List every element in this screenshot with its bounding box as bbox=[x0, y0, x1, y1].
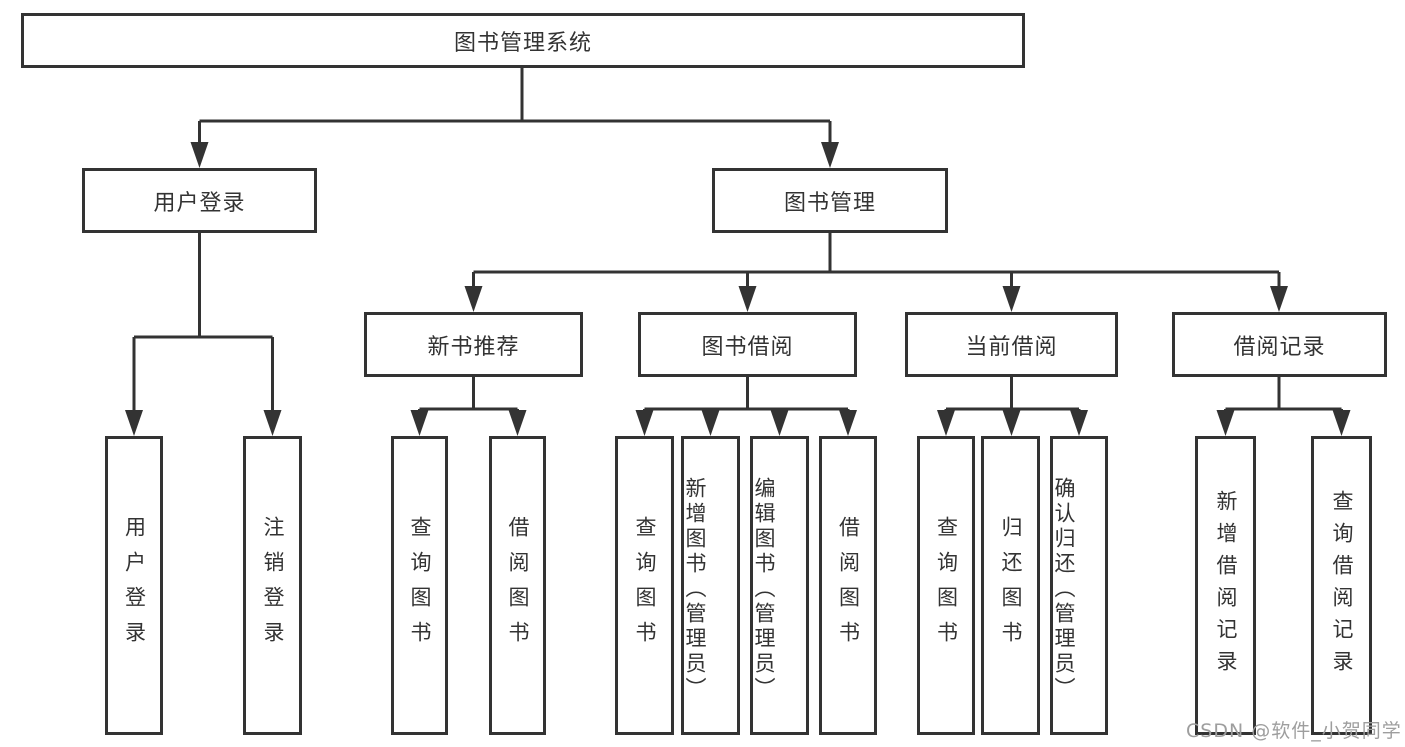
connector-new-book-children bbox=[410, 377, 527, 436]
connector-root-to-level2 bbox=[190, 68, 839, 168]
leaf-borrow-borrow-books: 借阅图书 bbox=[819, 436, 877, 735]
node-root: 图书管理系统 bbox=[21, 13, 1025, 68]
leaf-newbook-query-books-label: 查询图书 bbox=[408, 515, 432, 656]
node-root-label: 图书管理系统 bbox=[453, 30, 592, 56]
leaf-confirm-return-admin: 确认归还（管理员） bbox=[1050, 436, 1108, 735]
node-book-borrow-label: 图书借阅 bbox=[701, 334, 794, 360]
node-current-borrow: 当前借阅 bbox=[905, 312, 1118, 377]
node-new-book-recommend: 新书推荐 bbox=[364, 312, 583, 377]
node-new-book-recommend-label: 新书推荐 bbox=[427, 334, 520, 360]
leaf-borrow-borrow-books-label: 借阅图书 bbox=[836, 515, 861, 656]
node-book-management-label: 图书管理 bbox=[783, 190, 876, 216]
connector-book-management-children bbox=[464, 233, 1288, 312]
node-user-login: 用户登录 bbox=[82, 168, 317, 233]
node-current-borrow-label: 当前借阅 bbox=[965, 334, 1058, 360]
leaf-borrow-query-books-label: 查询图书 bbox=[633, 515, 657, 656]
leaf-add-borrow-record: 新增借阅记录 bbox=[1195, 436, 1256, 735]
leaf-newbook-query-books: 查询图书 bbox=[391, 436, 448, 735]
leaf-newbook-borrow-books: 借阅图书 bbox=[489, 436, 546, 735]
node-book-management: 图书管理 bbox=[712, 168, 948, 233]
csdn-watermark: CSDN @软件_小贺同学 bbox=[1186, 720, 1402, 742]
leaf-edit-books-admin: 编辑图书（管理员） bbox=[750, 436, 809, 735]
leaf-confirm-return-admin-label: 确认归还（管理员） bbox=[1052, 477, 1076, 702]
node-borrow-record-label: 借阅记录 bbox=[1233, 334, 1326, 360]
connector-book-borrow-children bbox=[635, 377, 857, 436]
leaf-logout: 注销登录 bbox=[243, 436, 302, 735]
connector-current-borrow-children bbox=[937, 377, 1088, 436]
node-borrow-record: 借阅记录 bbox=[1172, 312, 1387, 377]
leaf-edit-books-admin-label: 编辑图书（管理员） bbox=[752, 477, 776, 702]
leaf-borrow-query-books: 查询图书 bbox=[615, 436, 674, 735]
leaf-user-login: 用户登录 bbox=[105, 436, 163, 735]
leaf-return-books: 归还图书 bbox=[981, 436, 1040, 735]
leaf-newbook-borrow-books-label: 借阅图书 bbox=[506, 515, 530, 656]
leaf-add-books-admin: 新增图书（管理员） bbox=[681, 436, 740, 735]
connector-borrow-record-children bbox=[1216, 377, 1351, 436]
node-user-login-label: 用户登录 bbox=[153, 190, 246, 216]
leaf-add-books-admin-label: 新增图书（管理员） bbox=[683, 477, 707, 702]
leaf-current-query-books: 查询图书 bbox=[917, 436, 975, 735]
leaf-user-login-label: 用户登录 bbox=[122, 515, 147, 656]
leaf-query-borrow-record-label: 查询借阅记录 bbox=[1330, 489, 1354, 682]
leaf-logout-label: 注销登录 bbox=[261, 515, 285, 656]
connector-user-login-children bbox=[125, 233, 282, 436]
leaf-current-query-books-label: 查询图书 bbox=[934, 515, 959, 656]
leaf-add-borrow-record-label: 新增借阅记录 bbox=[1214, 489, 1238, 682]
node-book-borrow: 图书借阅 bbox=[638, 312, 857, 377]
leaf-return-books-label: 归还图书 bbox=[999, 515, 1023, 656]
leaf-query-borrow-record: 查询借阅记录 bbox=[1311, 436, 1372, 735]
